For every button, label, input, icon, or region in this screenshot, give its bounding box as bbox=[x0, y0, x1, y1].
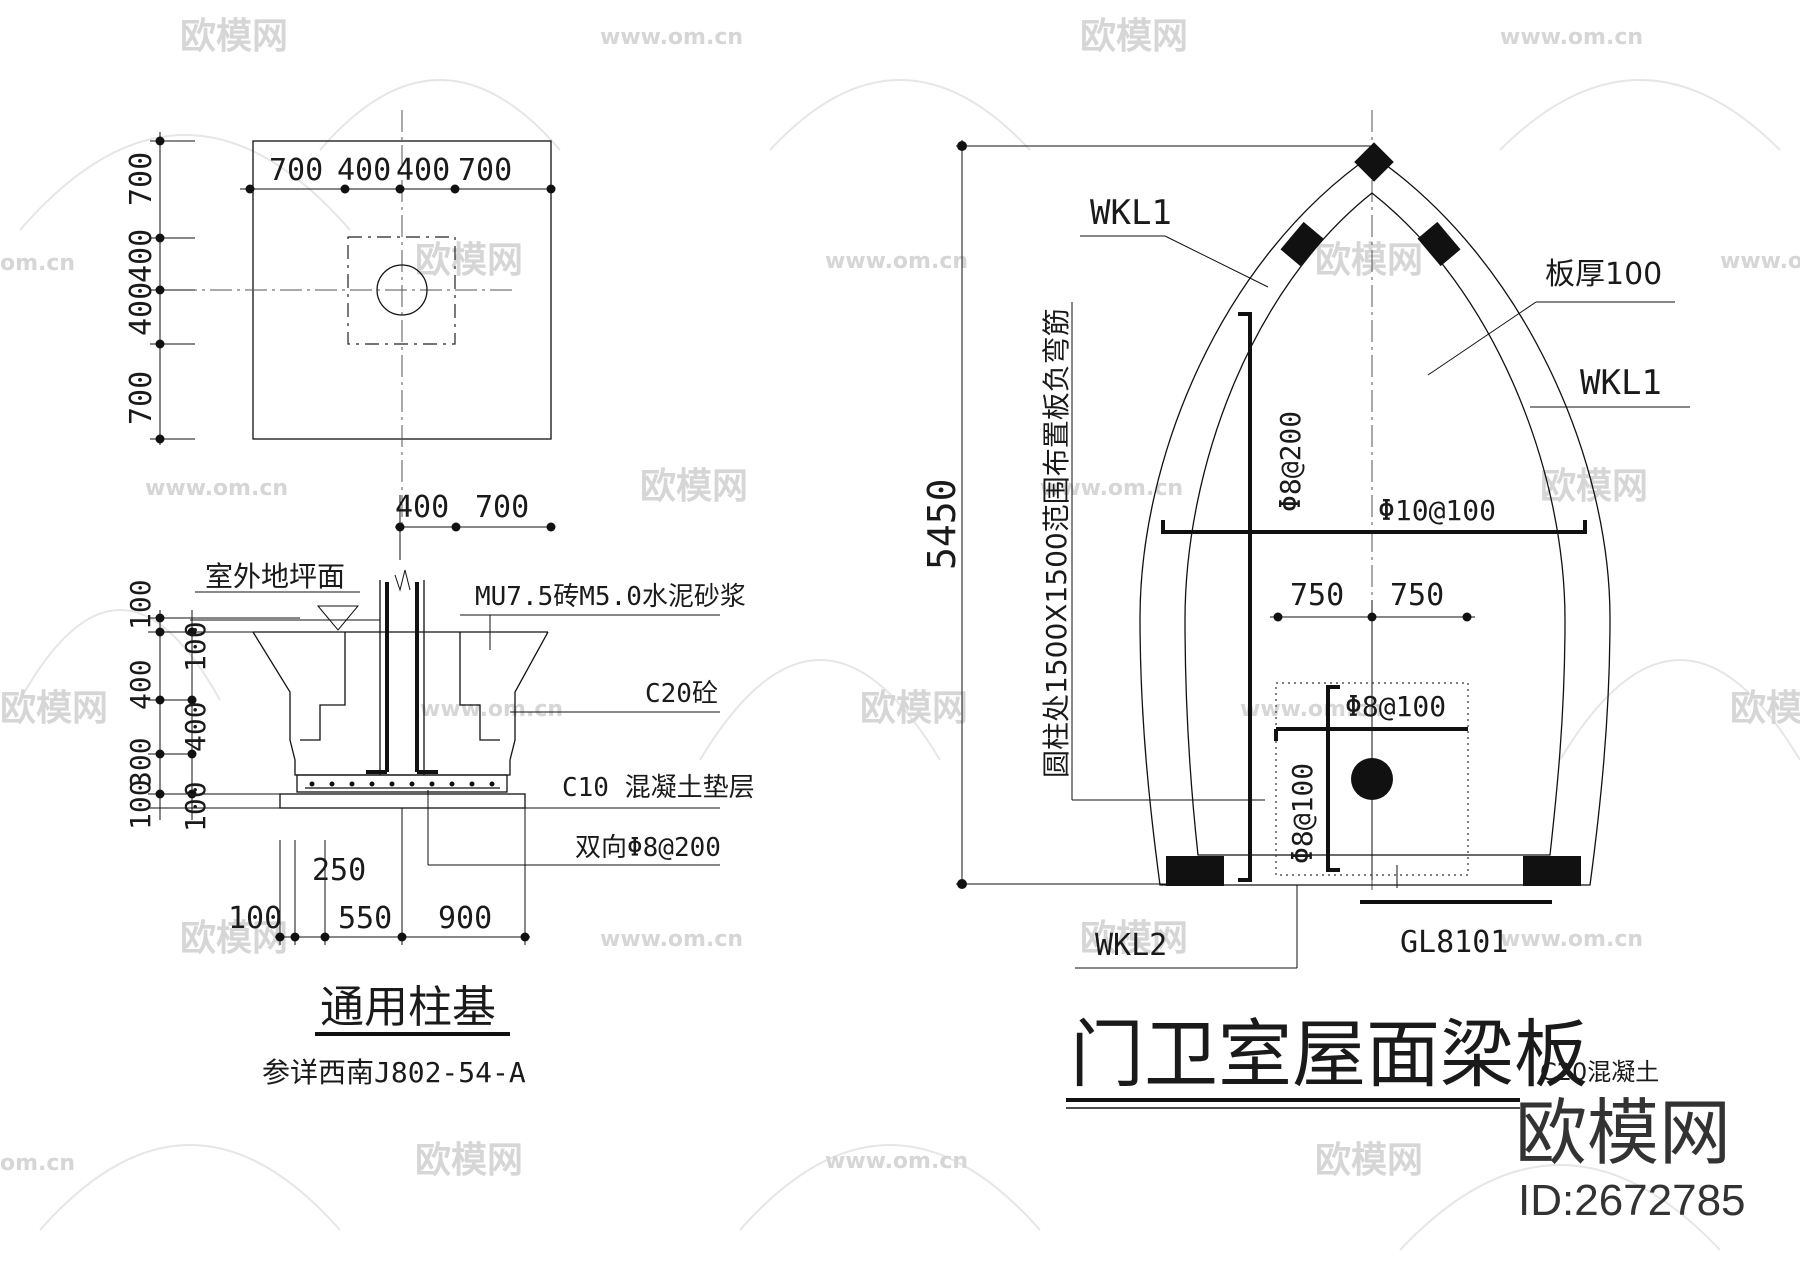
watermark-url: www.om.cn bbox=[1240, 697, 1383, 722]
ground-label: 室外地坪面 bbox=[205, 560, 345, 593]
label-wkl2: WKL2 bbox=[1095, 928, 1167, 963]
section-dim-inner: 100 bbox=[179, 621, 212, 672]
label-slab: 板厚100 bbox=[1545, 257, 1662, 292]
roof-slab-plan: 5450 WKL1 板厚100 WKL1 圆柱处1500X1500范围布置板负弯… bbox=[920, 110, 1690, 1109]
plan-left-dim: 700 bbox=[124, 371, 159, 425]
watermark-brand: 欧模网 bbox=[1540, 466, 1648, 507]
label-wkl1-right: WKL1 bbox=[1580, 363, 1662, 403]
brand-logo-name: 欧模网 bbox=[1515, 1091, 1731, 1175]
watermark-brand: 欧模网 bbox=[415, 240, 523, 281]
left-title: 通用柱基 bbox=[320, 982, 496, 1033]
watermark-domain: om.cn bbox=[0, 251, 75, 276]
dim-mid: 750 bbox=[1290, 578, 1344, 613]
watermark-url: www.om.cn bbox=[145, 476, 288, 501]
watermark-url: www.om.cn bbox=[1500, 927, 1643, 952]
dim-total: 5450 bbox=[920, 478, 964, 570]
section-top-dim: 700 bbox=[475, 490, 529, 525]
watermark-url: www.om.cn bbox=[1500, 25, 1643, 50]
left-subtitle: 参详西南J802-54-A bbox=[262, 1056, 526, 1089]
brick-label: MU7.5砖M5.0水泥砂浆 bbox=[475, 582, 746, 612]
watermark-layer: 欧模网 www.om.cn 欧模网 www.om.cn om.cn 欧模网 ww… bbox=[0, 16, 1800, 1251]
brand-logo: 欧模网 ID:2672785 bbox=[1515, 1091, 1746, 1225]
watermark-url: www.om.cn bbox=[825, 249, 968, 274]
concrete-label: C20砼 bbox=[645, 679, 718, 709]
plan-top-dim: 400 bbox=[396, 153, 450, 188]
watermark-url: www.om.cn bbox=[600, 25, 743, 50]
footing-plan: 700 400 400 700 700 400 400 700 bbox=[124, 110, 556, 530]
section-dim-outer: 100 bbox=[124, 579, 157, 630]
label-wkl1-left: WKL1 bbox=[1090, 193, 1172, 233]
watermark-brand: 欧模网 bbox=[860, 688, 968, 729]
footing-section: 400 700 室外地坪面 MU7.5砖M5.0水泥砂浆 bbox=[124, 490, 755, 1089]
watermark-brand: 欧模网 bbox=[640, 466, 748, 507]
watermark-url: www.om.cn bbox=[825, 1149, 968, 1174]
right-note: C20混凝土 bbox=[1540, 1058, 1659, 1086]
watermark-brand: 欧模网 bbox=[180, 918, 288, 959]
right-title: 门卫室屋面梁板 bbox=[1070, 1012, 1588, 1098]
watermark-url: www.om.cn bbox=[1720, 249, 1800, 274]
watermark-brand: 欧模网 bbox=[415, 1140, 523, 1181]
watermark-brand: 欧模网 bbox=[1730, 688, 1800, 729]
rebar-col-top: Φ8@100 bbox=[1345, 690, 1446, 723]
watermark-brand: 欧模网 bbox=[180, 16, 288, 57]
watermark-url: www.om.cn bbox=[1040, 476, 1183, 501]
section-bottom-dim: 100 bbox=[228, 901, 282, 936]
section-bottom-dim: 900 bbox=[438, 901, 492, 936]
brand-logo-id: ID:2672785 bbox=[1518, 1176, 1746, 1225]
section-bottom-dim-top: 250 bbox=[312, 853, 366, 888]
dim-mid: 750 bbox=[1390, 578, 1444, 613]
vertical-note: 圆柱处1500X1500范围布置板负弯筋 bbox=[1040, 308, 1073, 778]
watermark-url: www.om.cn bbox=[600, 927, 743, 952]
rebar-h: Φ10@100 bbox=[1378, 494, 1496, 527]
rebar-v: Φ8@200 bbox=[1274, 411, 1307, 512]
watermark-url: www.om.cn bbox=[420, 697, 563, 722]
watermark-brand: 欧模网 bbox=[1080, 918, 1188, 959]
rebar-col-left: Φ8@100 bbox=[1286, 763, 1319, 864]
plan-top-dim: 700 bbox=[269, 153, 323, 188]
watermark-domain: om.cn bbox=[0, 1151, 75, 1176]
plan-left-dim: 400 bbox=[124, 229, 159, 283]
section-dim-outer: 400 bbox=[124, 659, 157, 710]
cushion-label: C10 混凝土垫层 bbox=[562, 773, 755, 803]
plan-left-dim: 700 bbox=[124, 152, 159, 206]
section-dim-outer: 300 bbox=[124, 737, 157, 788]
section-dim-outer: 100 bbox=[124, 779, 157, 830]
watermark-brand: 欧模网 bbox=[0, 688, 108, 729]
watermark-brand: 欧模网 bbox=[1080, 16, 1188, 57]
section-bottom-dim: 550 bbox=[338, 901, 392, 936]
section-dim-inner: 100 bbox=[179, 781, 212, 832]
plan-left-dim: 400 bbox=[124, 282, 159, 336]
watermark-brand: 欧模网 bbox=[1315, 1140, 1423, 1181]
section-dim-inner: 400 bbox=[179, 701, 212, 752]
label-gl: GL8101 bbox=[1400, 925, 1508, 960]
watermark-brand: 欧模网 bbox=[1315, 240, 1423, 281]
plan-top-dim: 400 bbox=[337, 153, 391, 188]
plan-top-dim: 700 bbox=[458, 153, 512, 188]
rebar-label: 双向Φ8@200 bbox=[575, 833, 721, 863]
section-top-dim: 400 bbox=[395, 490, 449, 525]
